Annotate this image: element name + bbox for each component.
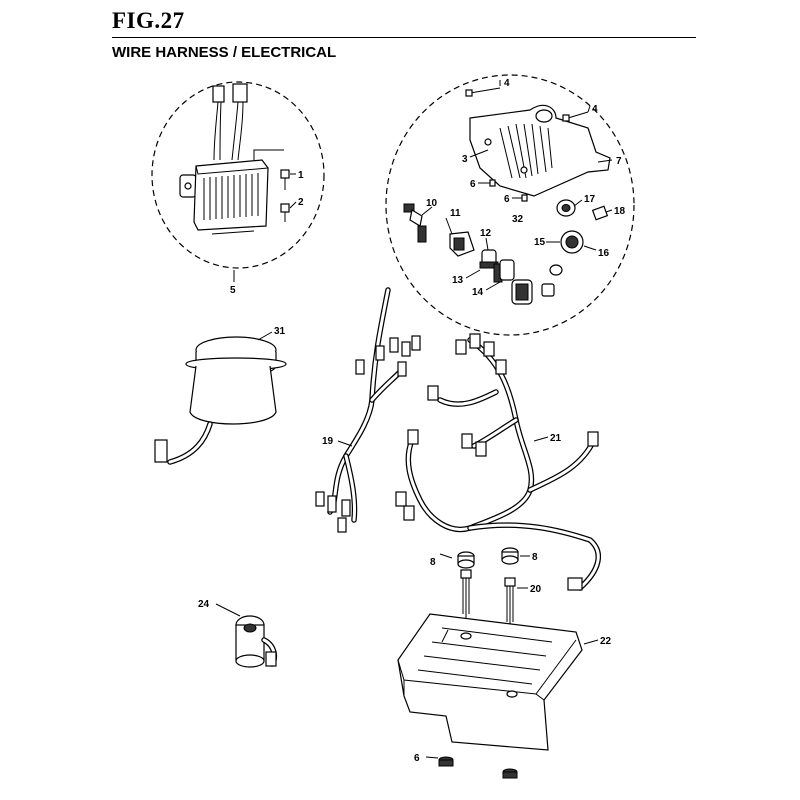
callout-6: 6 (470, 179, 476, 190)
gauge-15-16 (541, 230, 584, 297)
callout-4: 4 (592, 104, 598, 115)
callout-15: 15 (534, 237, 546, 248)
callout-2: 2 (298, 197, 304, 208)
relay-24 (215, 603, 278, 668)
grommet-8-right (501, 547, 519, 565)
detail-circle-dash-panel (385, 74, 635, 336)
callout-13: 13 (452, 275, 464, 286)
knob-17 (556, 199, 576, 217)
callout-22: 22 (600, 636, 612, 647)
base-tray-22 (397, 613, 599, 751)
callout-14: 14 (472, 287, 484, 298)
detail-circle-regulator (151, 81, 325, 269)
callout-24: 24 (198, 599, 210, 610)
voltage-regulator (179, 83, 290, 235)
callout-31: 31 (274, 326, 286, 337)
callout-17: 17 (584, 194, 596, 205)
callout-10: 10 (426, 198, 438, 209)
meter-31 (154, 331, 287, 465)
callout-16: 16 (598, 248, 610, 259)
switch-10 (403, 203, 433, 243)
callout-11: 11 (450, 208, 461, 219)
callout-7: 7 (616, 156, 622, 167)
callout-21: 21 (550, 433, 562, 444)
callout-labels: 1 2 5 4 4 3 7 6 6 17 18 10 11 32 12 15 1… (198, 78, 626, 764)
fastener-18 (591, 205, 609, 221)
callout-8: 8 (532, 552, 538, 563)
callout-12: 12 (480, 228, 492, 239)
switch-11 (449, 231, 475, 257)
main-harness-21 (395, 333, 602, 591)
callout-5: 5 (230, 285, 236, 296)
lamp-12 (479, 249, 499, 269)
title-divider (112, 37, 696, 38)
callout-1: 1 (298, 170, 304, 181)
figure-label: FIG.27 (112, 8, 185, 33)
foot-6-right (502, 768, 518, 779)
socket-14 (499, 259, 533, 305)
sub-harness-19 (315, 287, 421, 533)
grommet-8-left (457, 551, 475, 569)
callout-19: 19 (322, 436, 334, 447)
callout-18: 18 (614, 206, 626, 217)
callout-32: 32 (512, 214, 524, 225)
callout-6: 6 (504, 194, 510, 205)
section-title: WIRE HARNESS / ELECTRICAL (112, 44, 337, 61)
callout-3: 3 (462, 154, 468, 165)
foot-6-left (425, 756, 454, 767)
callout-6: 6 (414, 753, 420, 764)
dash-panel (465, 87, 611, 202)
callout-20: 20 (530, 584, 542, 595)
callout-4: 4 (504, 78, 510, 89)
callout-8: 8 (430, 557, 436, 568)
